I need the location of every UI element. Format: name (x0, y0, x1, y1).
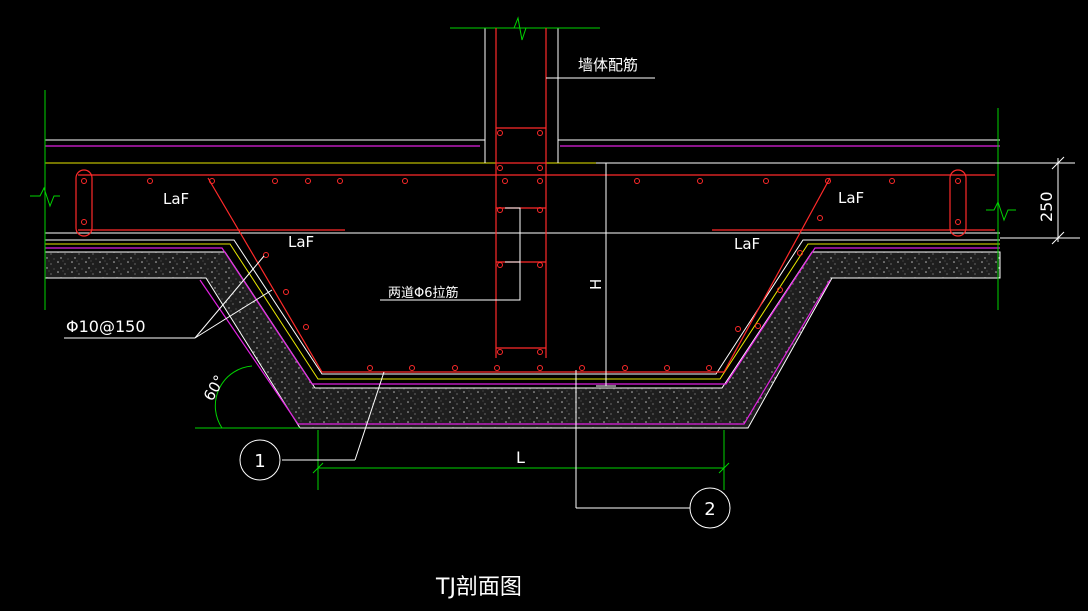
rebar-dot (303, 324, 309, 330)
rebar-dot (537, 178, 543, 184)
rebar-dot (634, 178, 640, 184)
rebar-dot (497, 349, 503, 355)
laf-label-bottom-right: LaF (734, 235, 760, 253)
rebar-dots (81, 130, 961, 371)
rebar-dot (537, 207, 543, 213)
rebar-dot (497, 262, 503, 268)
break-lines (30, 16, 1016, 310)
rebar-dot (664, 365, 670, 371)
rebar-dot (263, 252, 269, 258)
rebar-dot (497, 207, 503, 213)
rebar-dot (825, 178, 831, 184)
rebar-dot (697, 178, 703, 184)
red-rebar (75, 28, 995, 373)
rebar-dot (81, 178, 87, 184)
rebar-dot (402, 178, 408, 184)
rebar-dot (537, 165, 543, 171)
magenta-lines (45, 145, 1000, 425)
rebar-dot (81, 219, 87, 225)
rebar-dot (209, 178, 215, 184)
rebar-dot (497, 130, 503, 136)
rebar-dot (147, 178, 153, 184)
wall-rebar-label: 墙体配筋 (578, 56, 638, 74)
laf-label-top-right: LaF (838, 189, 864, 207)
rebar-dot (889, 178, 895, 184)
rebar-dot (579, 365, 585, 371)
angle-marker (195, 365, 300, 429)
angle-label: 60° (200, 372, 229, 404)
rebar-dot (502, 178, 508, 184)
callout-1-leader (239, 371, 385, 481)
rebar-dot (494, 365, 500, 371)
dimension-h-label: H (587, 279, 605, 290)
drawing-title: TJ剖面图 (435, 575, 522, 600)
rebar-dot (817, 215, 823, 221)
callout-2-circle (689, 487, 731, 529)
rebar-dot (777, 287, 783, 293)
rebar-dot (706, 365, 712, 371)
rebar-dot (409, 365, 415, 371)
bottom-bar-label: Φ10@150 (66, 317, 146, 336)
callout-1-circle (239, 439, 281, 481)
rebar-dot (305, 178, 311, 184)
dimension-250-label: 250 (1037, 191, 1056, 222)
rebar-dot (797, 250, 803, 256)
tie-bar-leader (380, 207, 521, 301)
rebar-dot (537, 365, 543, 371)
white-outlines (45, 28, 1000, 375)
rebar-dot (283, 289, 289, 295)
rebar-dot (452, 365, 458, 371)
concrete-bedding (44, 251, 1001, 429)
rebar-dot (955, 219, 961, 225)
rebar-dot (537, 130, 543, 136)
bottom-bar-leader (64, 255, 273, 339)
rebar-dot (272, 178, 278, 184)
callout-2-label: 2 (704, 499, 715, 520)
rebar-dot (367, 365, 373, 371)
callout-1-label: 1 (254, 451, 265, 472)
laf-label-top-left: LaF (163, 190, 189, 208)
rebar-dot (337, 178, 343, 184)
tie-bar-label: 两道Φ6拉筋 (388, 285, 459, 301)
rebar-dot (537, 262, 543, 268)
rebar-dot (537, 349, 543, 355)
dimension-250 (1000, 156, 1080, 245)
dimension-l-label: L (516, 448, 525, 467)
rebar-dot (735, 326, 741, 332)
rebar-dot (763, 178, 769, 184)
rebar-dot (497, 165, 503, 171)
laf-label-bottom-left: LaF (288, 233, 314, 251)
dimension-h (596, 162, 1075, 387)
callout-2-leader (575, 370, 731, 529)
rebar-dot (622, 365, 628, 371)
rebar-dot (955, 178, 961, 184)
rebar-dot (755, 323, 761, 329)
